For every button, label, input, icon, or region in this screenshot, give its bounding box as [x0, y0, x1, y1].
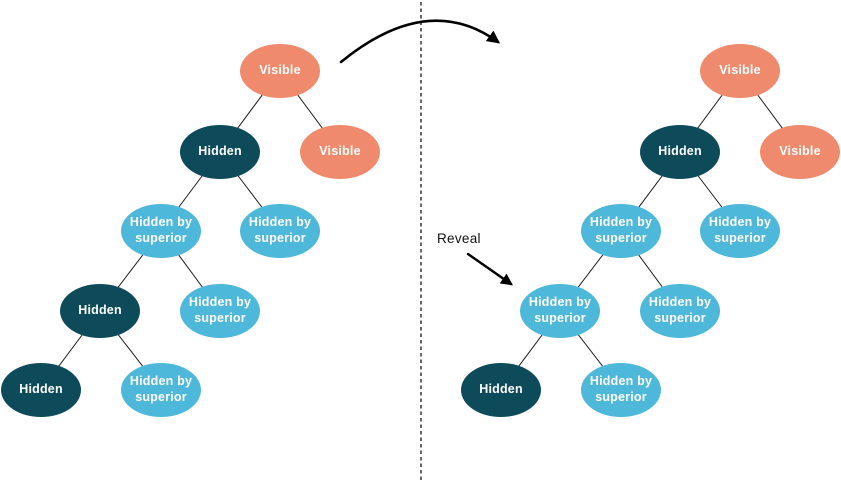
after-node-hidden_by_superior: Hidden by superior	[520, 284, 600, 338]
before-node-hidden_by_superior: Hidden by superior	[121, 204, 201, 258]
before-node-hidden: Hidden	[180, 125, 260, 179]
before-node-hidden: Hidden	[1, 363, 81, 417]
before-node-hidden_by_superior: Hidden by superior	[121, 363, 201, 417]
after-node-hidden_by_superior: Hidden by superior	[581, 363, 661, 417]
before-node-hidden: Hidden	[60, 284, 140, 338]
after-node-hidden_by_superior: Hidden by superior	[640, 284, 720, 338]
after-node-hidden_by_superior: Hidden by superior	[581, 204, 661, 258]
before-node-hidden_by_superior: Hidden by superior	[240, 204, 320, 258]
reveal-label: Reveal	[437, 231, 481, 246]
after-node-hidden: Hidden	[640, 125, 720, 179]
after-node-hidden: Hidden	[461, 363, 541, 417]
before-node-hidden_by_superior: Hidden by superior	[180, 284, 260, 338]
before-node-visible: Visible	[300, 125, 380, 179]
before-node-visible: Visible	[240, 44, 320, 98]
transition-arrow-icon	[339, 19, 501, 64]
after-node-visible: Visible	[760, 125, 840, 179]
reveal-arrow-icon	[466, 252, 513, 286]
after-node-hidden_by_superior: Hidden by superior	[700, 204, 780, 258]
after-node-visible: Visible	[700, 44, 780, 98]
